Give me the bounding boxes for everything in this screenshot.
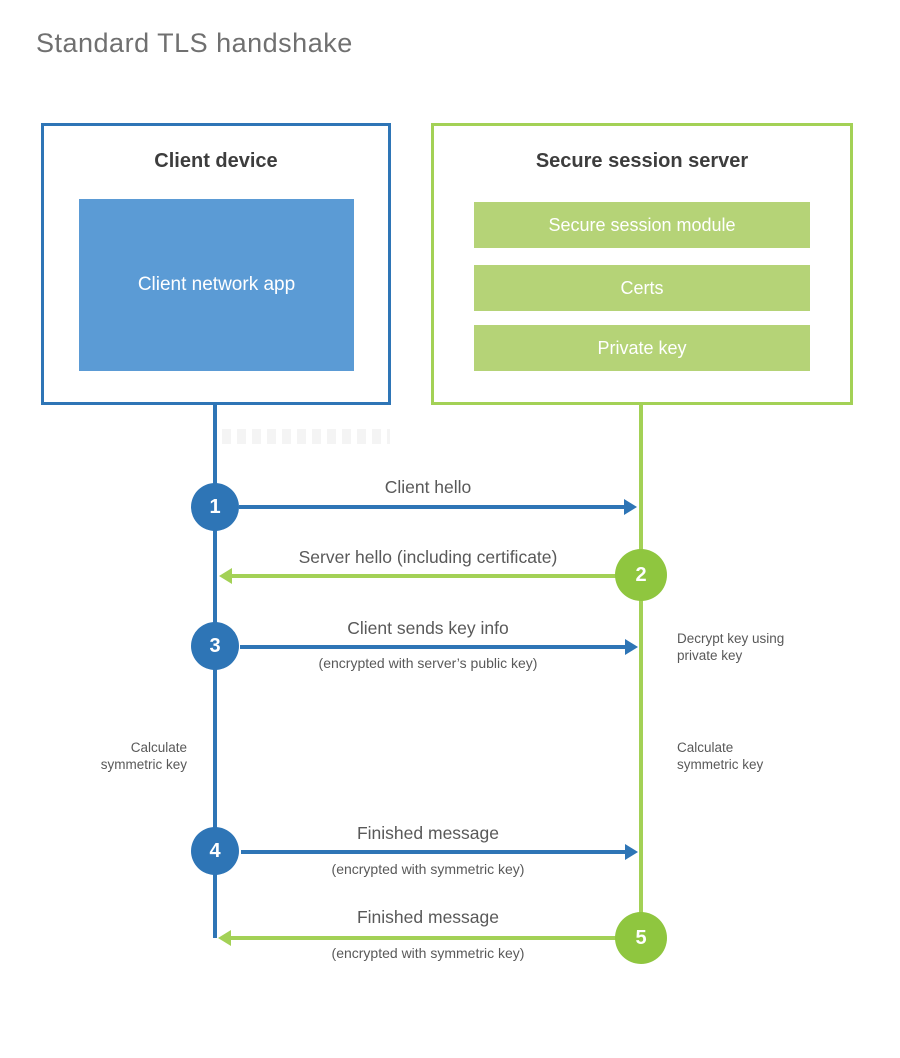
step-5-sublabel: (encrypted with symmetric key) xyxy=(331,945,525,961)
step-1-label: Client hello xyxy=(384,477,472,497)
secure-session-server-box: Secure session server Secure session mod… xyxy=(431,123,853,405)
step-4-label: Finished message xyxy=(356,823,500,843)
calculate-symmetric-key-note-server: Calculate symmetric key xyxy=(677,740,764,772)
step-2-arrow-left xyxy=(219,568,617,584)
client-device-title: Client device xyxy=(154,150,278,172)
step-3-label: Client sends key info xyxy=(347,618,509,638)
client-network-app-box: Client network app xyxy=(79,199,354,371)
client-device-box: Client device Client network app xyxy=(41,123,391,405)
step-4-sublabel: (encrypted with symmetric key) xyxy=(331,861,525,877)
calculate-symmetric-key-note-client: Calculate symmetric key xyxy=(100,740,187,772)
private-key-bar: Private key xyxy=(474,325,810,371)
step-5-arrow-left xyxy=(218,930,617,946)
step-3-badge: 3 xyxy=(191,622,239,670)
step-1-badge: 1 xyxy=(191,483,239,531)
step-2-badge: 2 xyxy=(615,549,667,601)
step-5-label: Finished message xyxy=(356,907,500,927)
server-lifeline xyxy=(639,404,643,942)
faint-dashed-artifact xyxy=(222,429,390,444)
step-1-arrow-right xyxy=(239,499,637,515)
secure-session-server-title: Secure session server xyxy=(535,150,749,172)
page-title: Standard TLS handshake xyxy=(36,28,353,58)
step-4-badge: 4 xyxy=(191,827,239,875)
step-3-sublabel: (encrypted with server’s public key) xyxy=(318,655,538,671)
step-3-arrow-right xyxy=(240,639,638,655)
step-5-badge: 5 xyxy=(615,912,667,964)
client-network-app-label: Client network app xyxy=(137,274,296,296)
step-2-label: Server hello (including certificate) xyxy=(298,547,558,567)
decrypt-key-note: Decrypt key using private key xyxy=(677,631,785,663)
certs-bar: Certs xyxy=(474,265,810,311)
client-lifeline xyxy=(213,404,217,938)
step-4-arrow-right xyxy=(241,844,638,860)
secure-session-module-bar: Secure session module xyxy=(474,202,810,248)
